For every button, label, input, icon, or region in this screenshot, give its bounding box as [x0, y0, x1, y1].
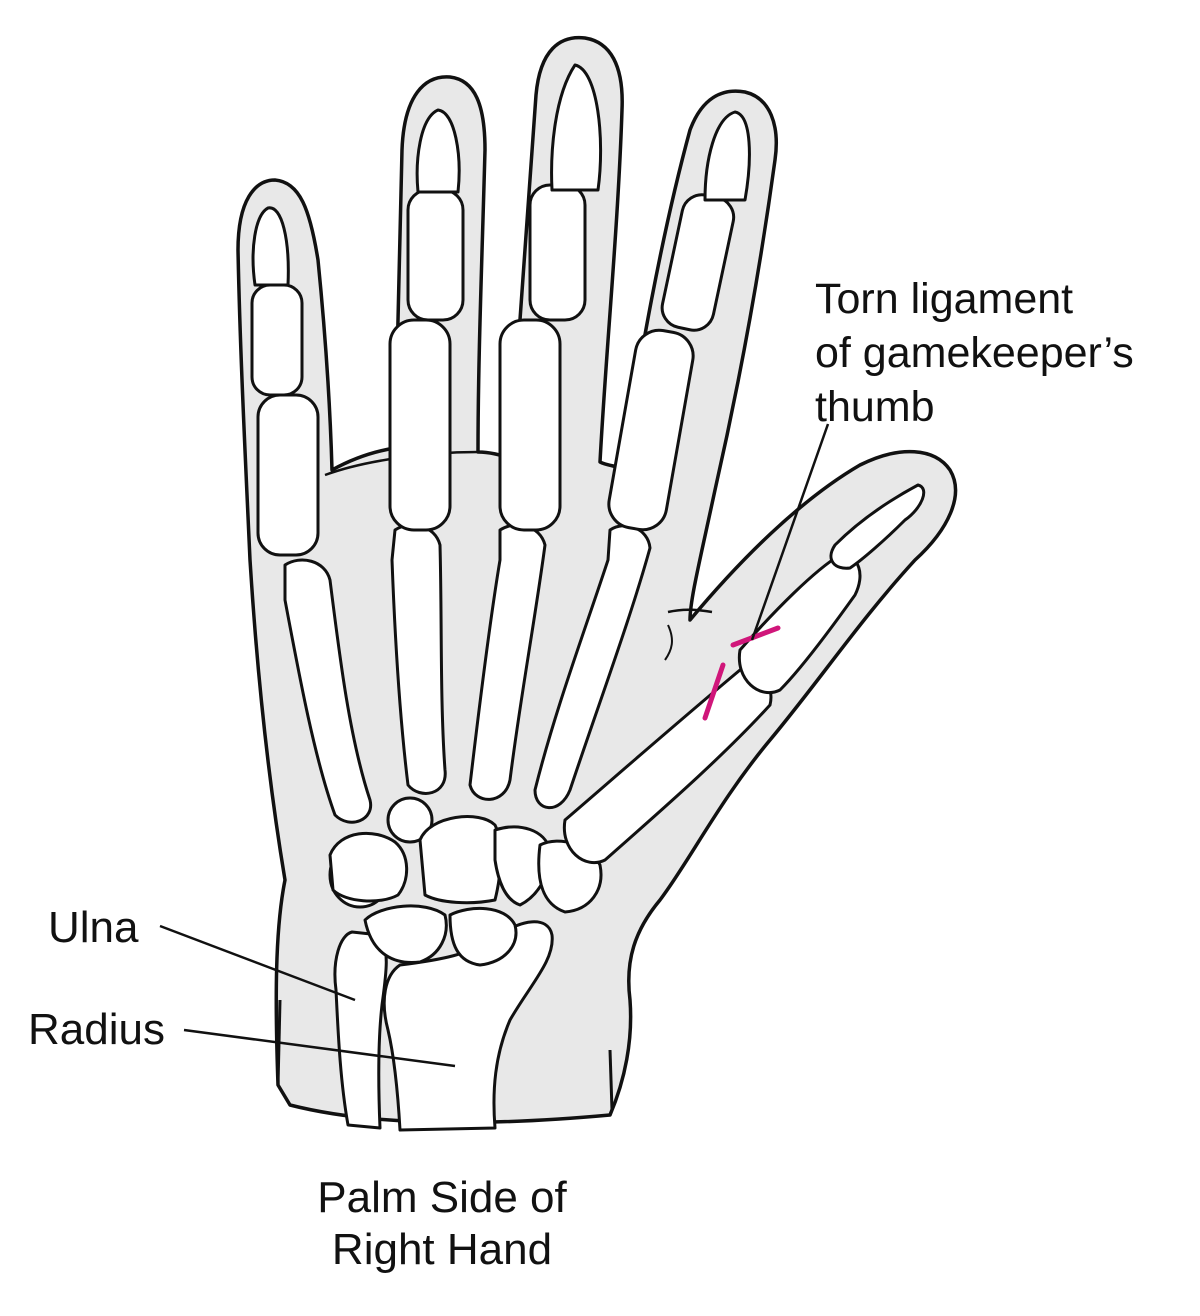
thumb-web-crease	[667, 608, 713, 614]
phalanx-index-proximal	[607, 328, 695, 532]
phalanx-ring-distal	[415, 108, 461, 194]
carpal-capitate	[418, 815, 503, 905]
thumb-web-crease	[664, 624, 673, 661]
leader-radius	[183, 1028, 456, 1068]
diagram-caption: Palm Side of Right Hand	[0, 1172, 884, 1276]
phalanx-ring-middle	[406, 188, 465, 322]
thumb-distal-phalanx	[829, 483, 926, 570]
leader-ulna	[159, 924, 356, 1002]
metacarpal-index	[533, 524, 652, 810]
carpal-scaphoid	[448, 906, 518, 967]
leader-torn-ligament	[750, 423, 830, 641]
phalanx-little-distal	[251, 206, 290, 287]
carpal-hamate-hook	[386, 796, 434, 844]
label-torn-ligament: Torn ligament of gamekeeper’s thumb	[815, 272, 1134, 434]
ligament-tear-upper	[730, 625, 781, 648]
carpal-hamate	[328, 831, 409, 903]
thumb-proximal-phalanx	[737, 553, 862, 695]
thumb-metacarpal	[562, 667, 773, 865]
phalanx-middle-proximal	[498, 318, 562, 532]
finger-phalanges	[250, 63, 751, 557]
metacarpal-ring	[390, 523, 447, 795]
carpal-bones	[328, 796, 603, 967]
caption-line: Right Hand	[331, 1225, 553, 1274]
metacarpals	[283, 523, 652, 824]
phalanx-middle-middle	[528, 183, 587, 322]
ulna-bone	[333, 930, 388, 1130]
ligament-tear-lower	[702, 662, 726, 721]
label-radius: Radius	[28, 1005, 165, 1054]
forearm-bones	[333, 920, 554, 1132]
phalanx-little-proximal	[256, 393, 320, 557]
metacarpal-middle	[468, 523, 547, 801]
phalanx-ring-proximal	[388, 318, 452, 532]
metacarpal-little	[283, 558, 373, 824]
leader-lines	[159, 423, 830, 1068]
phalanx-little-middle	[250, 283, 304, 397]
carpal-lunate	[363, 904, 448, 964]
torn-ligament-marks	[702, 625, 781, 721]
phalanx-middle-distal	[550, 63, 603, 192]
thumb-bones	[562, 483, 926, 865]
wrist-line	[608, 1049, 614, 1111]
label-torn-ligament-line: of gamekeeper’s	[815, 329, 1134, 377]
phalanx-index-distal	[703, 110, 751, 202]
label-torn-ligament-line: thumb	[815, 383, 935, 431]
label-ulna: Ulna	[48, 903, 139, 952]
label-torn-ligament-line: Torn ligament	[815, 275, 1074, 323]
caption-line: Palm Side of	[317, 1173, 567, 1222]
